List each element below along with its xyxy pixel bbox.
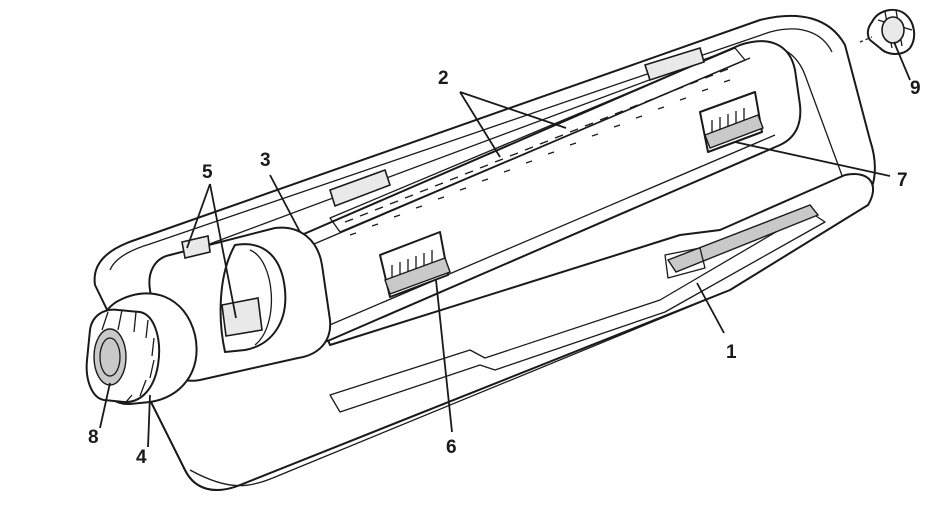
callout-1: 1 bbox=[726, 342, 737, 363]
callout-2: 2 bbox=[438, 68, 449, 89]
nozzle-row bbox=[344, 68, 731, 236]
callout-9: 9 bbox=[910, 78, 921, 99]
callout-3: 3 bbox=[260, 150, 271, 171]
callout-6: 6 bbox=[446, 437, 457, 458]
callout-4: 4 bbox=[136, 447, 147, 468]
hose-connector bbox=[85, 292, 198, 406]
end-plug bbox=[859, 8, 916, 55]
nozzle-cleaner-left bbox=[379, 231, 451, 298]
callout-7: 7 bbox=[897, 170, 908, 191]
leader-lines bbox=[99, 41, 911, 448]
nozzle-cleaner-right bbox=[699, 91, 764, 153]
callout-labels: 1 2 3 4 5 6 7 8 9 bbox=[88, 68, 921, 468]
callout-5: 5 bbox=[202, 162, 213, 183]
callout-8: 8 bbox=[88, 427, 99, 448]
